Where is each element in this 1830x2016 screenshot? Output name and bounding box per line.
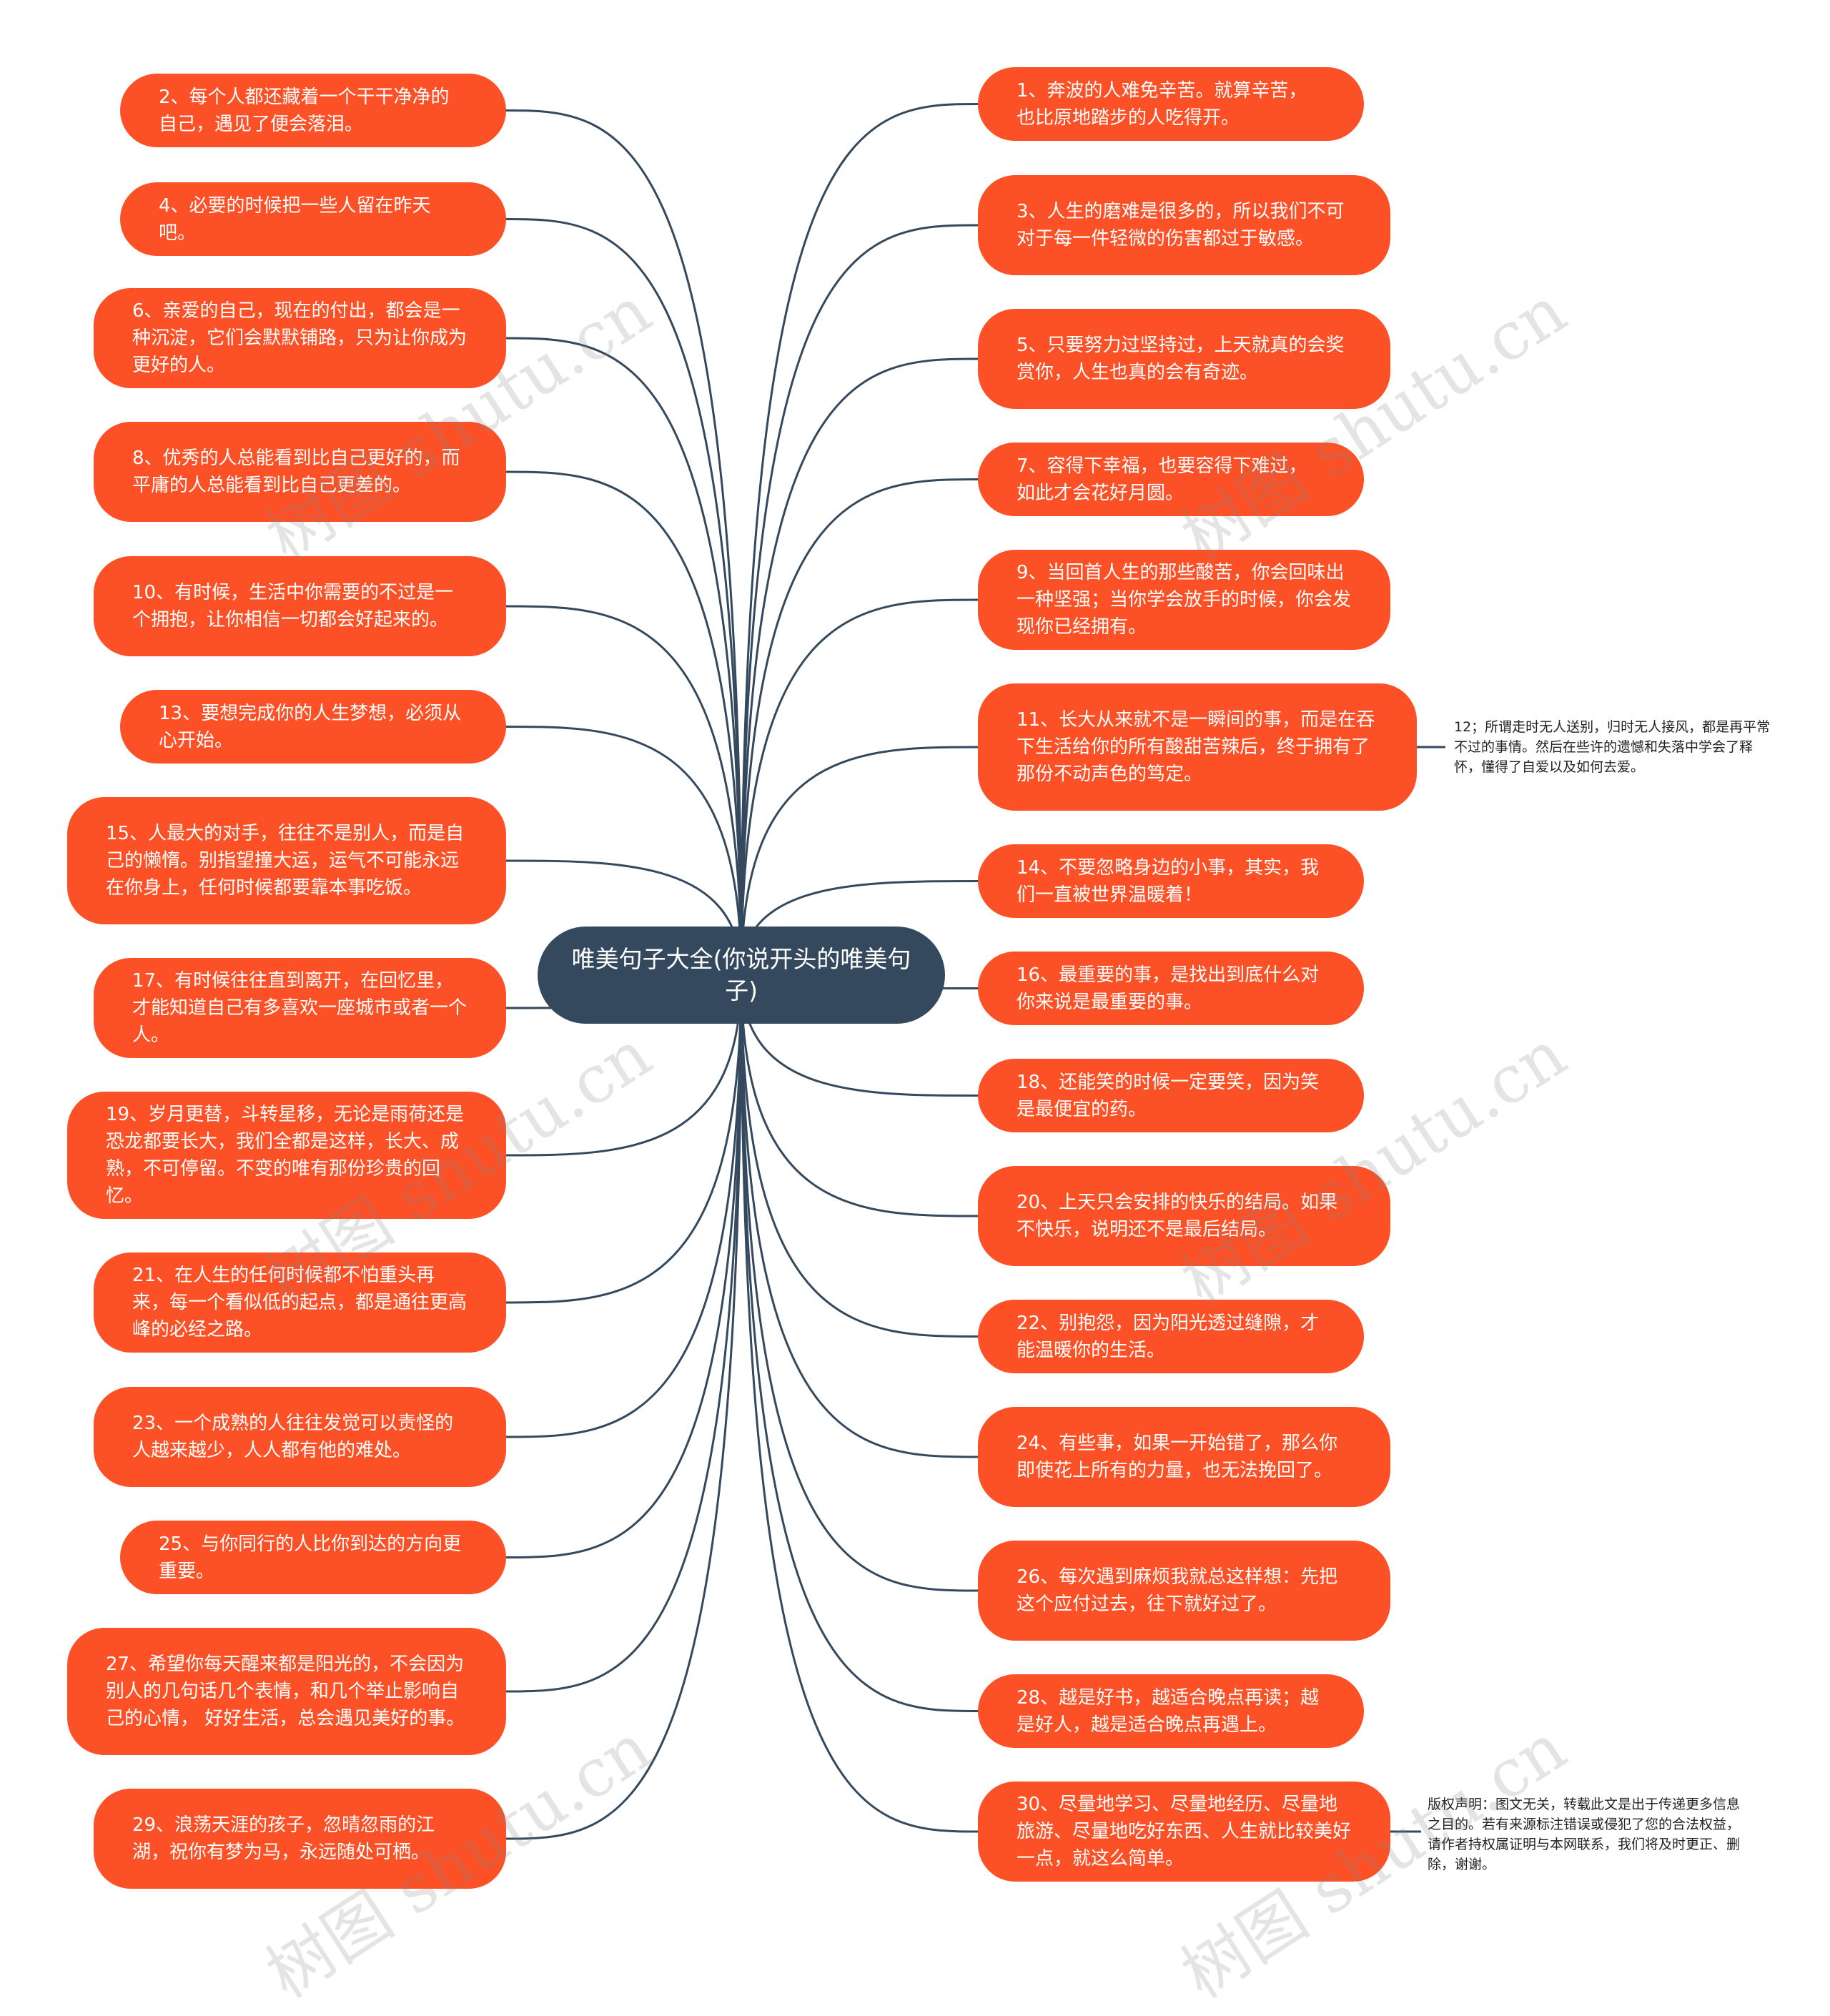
right-node-28[interactable]: 28、越是好书，越适合晚点再读；越是好人，越是适合晚点再遇上。 bbox=[978, 1674, 1364, 1748]
node-text: 17、有时候往往直到离开，在回忆里，才能知道自己有多喜欢一座城市或者一个人。 bbox=[132, 970, 468, 1046]
node-text: 10、有时候，生活中你需要的不过是一个拥抱，让你相信一切都会好起来的。 bbox=[132, 582, 454, 631]
left-node-29[interactable]: 29、浪荡天涯的孩子，忽晴忽雨的江湖，祝你有梦为马，永远随处可栖。 bbox=[94, 1789, 506, 1889]
left-node-17[interactable]: 17、有时候往往直到离开，在回忆里，才能知道自己有多喜欢一座城市或者一个人。 bbox=[94, 958, 506, 1058]
node-text: 30、尽量地学习、尽量地经历、尽量地旅游、尽量地吃好东西、人生就比较美好一点，就… bbox=[1017, 1794, 1352, 1869]
edge-left-8 bbox=[504, 974, 743, 1157]
node-text: 20、上天只会安排的快乐的结局。如果不快乐，说明还不是最后结局。 bbox=[1017, 1192, 1338, 1240]
edge-left-5 bbox=[504, 726, 743, 976]
left-node-25[interactable]: 25、与你同行的人比你到达的方向更重要。 bbox=[120, 1521, 506, 1594]
left-node-8[interactable]: 8、优秀的人总能看到比自己更好的，而平庸的人总能看到比自己更差的。 bbox=[94, 422, 506, 522]
note-12: 12；所谓走时无人送别，归时无人接风，都是再平常不过的事情。然后在些许的遗憾和失… bbox=[1454, 719, 1771, 775]
left-node-10[interactable]: 10、有时候，生活中你需要的不过是一个拥抱，让你相信一切都会好起来的。 bbox=[94, 556, 506, 656]
right-node-26[interactable]: 26、每次遇到麻烦我就总这样想：先把这个应付过去，往下就好过了。 bbox=[978, 1541, 1390, 1641]
right-node-5[interactable]: 5、只要努力过坚持过，上天就真的会奖赏你，人生也真的会有奇迹。 bbox=[978, 309, 1390, 409]
node-text: 29、浪荡天涯的孩子，忽晴忽雨的江湖，祝你有梦为马，永远随处可栖。 bbox=[132, 1814, 435, 1863]
right-node-16[interactable]: 16、最重要的事，是找出到底什么对你来说是最重要的事。 bbox=[978, 952, 1364, 1025]
left-node-2[interactable]: 2、每个人都还藏着一个干干净净的自己，遇见了便会落泪。 bbox=[120, 74, 506, 147]
right-node-24[interactable]: 24、有些事，如果一开始错了，那么你即使花上所有的力量，也无法挽回了。 bbox=[978, 1407, 1390, 1507]
left-node-19[interactable]: 19、岁月更替，斗转星移，无论是雨荷还是恐龙都要长大，我们全都是这样，长大、成熟… bbox=[67, 1092, 506, 1219]
node-text: 16、最重要的事，是找出到底什么对你来说是最重要的事。 bbox=[1017, 964, 1320, 1013]
edge-left-2 bbox=[504, 337, 743, 976]
right-node-20[interactable]: 20、上天只会安排的快乐的结局。如果不快乐，说明还不是最后结局。 bbox=[978, 1166, 1390, 1266]
edge-right-13 bbox=[740, 974, 980, 1712]
node-text: 7、容得下幸福，也要容得下难过，如此才会花好月圆。 bbox=[1017, 455, 1307, 504]
edge-left-1 bbox=[504, 218, 743, 976]
node-text: 23、一个成熟的人往往发觉可以责怪的人越来越少，人人都有他的难处。 bbox=[132, 1413, 454, 1461]
right-node-3[interactable]: 3、人生的磨难是很多的，所以我们不可对于每一件轻微的伤害都过于敏感。 bbox=[978, 175, 1390, 275]
node-text: 8、优秀的人总能看到比自己更好的，而平庸的人总能看到比自己更差的。 bbox=[132, 448, 460, 496]
node-text: 19、岁月更替，斗转星移，无论是雨荷还是恐龙都要长大，我们全都是这样，长大、成熟… bbox=[106, 1104, 465, 1207]
node-text: 6、亲爱的自己，现在的付出，都会是一种沉淀，它们会默默铺路，只为让你成为更好的人… bbox=[132, 300, 468, 376]
right-node-18[interactable]: 18、还能笑的时候一定要笑，因为笑是最便宜的药。 bbox=[978, 1059, 1364, 1132]
right-node-7[interactable]: 7、容得下幸福，也要容得下难过，如此才会花好月圆。 bbox=[978, 443, 1364, 516]
left-node-6[interactable]: 6、亲爱的自己，现在的付出，都会是一种沉淀，它们会默默铺路，只为让你成为更好的人… bbox=[94, 288, 506, 388]
edge-left-0 bbox=[504, 109, 743, 976]
left-node-15[interactable]: 15、人最大的对手，往往不是别人，而是自己的懒惰。别指望撞大运，运气不可能永远在… bbox=[67, 797, 506, 924]
node-text: 11、长大从来就不是一瞬间的事，而是在吞下生活给你的所有酸甜苦辣后，终于拥有了那… bbox=[1017, 709, 1375, 785]
node-text: 24、有些事，如果一开始错了，那么你即使花上所有的力量，也无法挽回了。 bbox=[1017, 1433, 1338, 1481]
edge-left-12 bbox=[504, 974, 743, 1693]
right-node-14[interactable]: 14、不要忽略身边的小事，其实，我们一直被世界温暖着！ bbox=[978, 844, 1364, 918]
node-text: 3、人生的磨难是很多的，所以我们不可对于每一件轻微的伤害都过于敏感。 bbox=[1017, 201, 1345, 249]
edge-right-9 bbox=[740, 974, 980, 1217]
right-node-9[interactable]: 9、当回首人生的那些酸苦，你会回味出一种坚强；当你学会放手的时候，你会发现你已经… bbox=[978, 550, 1390, 650]
right-node-11[interactable]: 11、长大从来就不是一瞬间的事，而是在吞下生活给你的所有酸甜苦辣后，终于拥有了那… bbox=[978, 683, 1417, 811]
left-node-21[interactable]: 21、在人生的任何时候都不怕重头再来，每一个看似低的起点，都是通往更高峰的必经之… bbox=[94, 1252, 506, 1353]
copyright-note: 版权声明：图文无关，转载此文是出于传递更多信息之目的。若有来源标注错误或侵犯了您… bbox=[1428, 1797, 1741, 1872]
node-text: 26、每次遇到麻烦我就总这样想：先把这个应付过去，往下就好过了。 bbox=[1017, 1566, 1338, 1615]
node-text: 9、当回首人生的那些酸苦，你会回味出一种坚强；当你学会放手的时候，你会发现你已经… bbox=[1017, 562, 1352, 638]
right-node-30[interactable]: 30、尽量地学习、尽量地经历、尽量地旅游、尽量地吃好东西、人生就比较美好一点，就… bbox=[978, 1782, 1390, 1882]
edge-right-2 bbox=[740, 357, 980, 976]
edge-left-4 bbox=[504, 605, 743, 976]
node-text: 18、还能笑的时候一定要笑，因为笑是最便宜的药。 bbox=[1017, 1071, 1320, 1120]
edge-right-4 bbox=[740, 598, 980, 976]
edge-left-10 bbox=[504, 974, 743, 1438]
node-text: 14、不要忽略身边的小事，其实，我们一直被世界温暖着！ bbox=[1017, 856, 1320, 906]
edge-right-14 bbox=[740, 974, 980, 1833]
node-text: 4、必要的时候把一些人留在昨天吧。 bbox=[159, 194, 431, 244]
central-topic[interactable]: 唯美句子大全(你说开头的唯美句子) bbox=[538, 927, 945, 1024]
right-node-22[interactable]: 22、别抱怨，因为阳光透过缝隙，才能温暖你的生活。 bbox=[978, 1300, 1364, 1373]
edge-left-11 bbox=[504, 974, 743, 1558]
node-text: 2、每个人都还藏着一个干干净净的自己，遇见了便会落泪。 bbox=[159, 86, 450, 135]
node-text: 27、希望你每天醒来都是阳光的，不会因为别人的几句话几个表情，和几个举止影响自己… bbox=[106, 1654, 465, 1729]
left-node-27[interactable]: 27、希望你每天醒来都是阳光的，不会因为别人的几句话几个表情，和几个举止影响自己… bbox=[67, 1628, 506, 1755]
central-topic-label: 唯美句子大全(你说开头的唯美句子) bbox=[571, 945, 911, 1004]
edge-right-1 bbox=[740, 224, 980, 976]
edge-right-5 bbox=[740, 746, 980, 976]
node-text: 21、在人生的任何时候都不怕重头再来，每一个看似低的起点，都是通往更高峰的必经之… bbox=[132, 1265, 468, 1340]
node-text: 28、越是好书，越适合晚点再读；越是好人，越是适合晚点再遇上。 bbox=[1017, 1686, 1320, 1736]
edge-left-9 bbox=[504, 974, 743, 1304]
node-text: 15、人最大的对手，往往不是别人，而是自己的懒惰。别指望撞大运，运气不可能永远在… bbox=[106, 823, 465, 899]
node-text: 22、别抱怨，因为阳光透过缝隙，才能温暖你的生活。 bbox=[1017, 1312, 1320, 1361]
edge-right-10 bbox=[740, 974, 980, 1338]
edge-right-3 bbox=[740, 478, 980, 976]
left-node-23[interactable]: 23、一个成熟的人往往发觉可以责怪的人越来越少，人人都有他的难处。 bbox=[94, 1387, 506, 1487]
edge-left-13 bbox=[504, 974, 743, 1840]
edge-right-11 bbox=[740, 974, 980, 1458]
node-text: 5、只要努力过坚持过，上天就真的会奖赏你，人生也真的会有奇迹。 bbox=[1017, 335, 1345, 383]
node-text: 13、要想完成你的人生梦想，必须从心开始。 bbox=[159, 702, 462, 751]
left-node-13[interactable]: 13、要想完成你的人生梦想，必须从心开始。 bbox=[120, 690, 506, 764]
edge-right-0 bbox=[740, 103, 980, 976]
edge-left-3 bbox=[504, 470, 743, 976]
node-text: 25、与你同行的人比你到达的方向更重要。 bbox=[159, 1533, 462, 1582]
right-node-1[interactable]: 1、奔波的人难免辛苦。就算辛苦，也比原地踏步的人吃得开。 bbox=[978, 67, 1364, 141]
connector-lines bbox=[504, 103, 1445, 1840]
left-node-4[interactable]: 4、必要的时候把一些人留在昨天吧。 bbox=[120, 182, 506, 256]
node-text: 1、奔波的人难免辛苦。就算辛苦，也比原地踏步的人吃得开。 bbox=[1017, 79, 1307, 129]
edge-right-12 bbox=[740, 974, 980, 1592]
